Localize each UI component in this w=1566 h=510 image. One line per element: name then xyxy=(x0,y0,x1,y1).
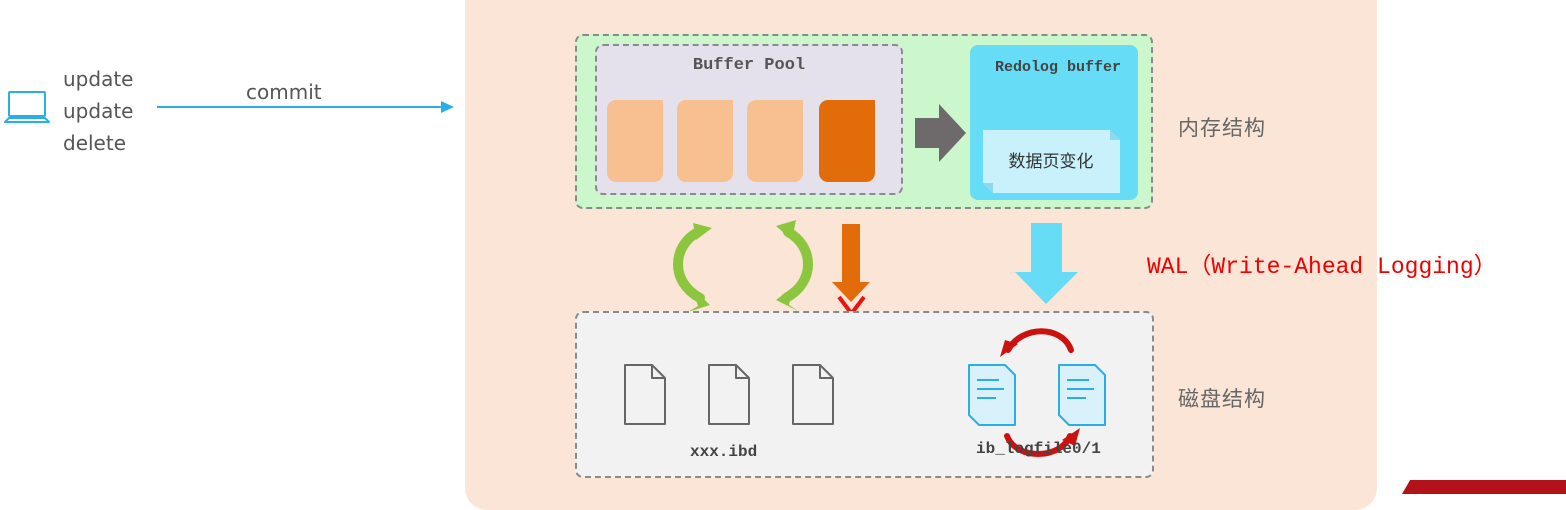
commit-arrow xyxy=(157,101,454,113)
buffer-page-dirty xyxy=(819,100,875,182)
memory-label: 内存结构 xyxy=(1178,116,1266,140)
client-op-1: update xyxy=(63,67,134,91)
middle-arrows xyxy=(673,220,1078,332)
wal-label: WAL（Write-Ahead Logging） xyxy=(1147,254,1497,280)
log-file-icon-0 xyxy=(968,364,1016,426)
data-files-label: xxx.ibd xyxy=(690,443,758,461)
refresh-cycle-icon xyxy=(673,220,813,312)
buffer-page-2 xyxy=(677,100,733,182)
redolog-write-arrow xyxy=(1015,223,1078,304)
disk-label: 磁盘结构 xyxy=(1178,387,1266,411)
page-change-label: 数据页变化 xyxy=(1008,152,1094,172)
data-file-icon xyxy=(708,364,750,425)
buffer-pool-title: Buffer Pool xyxy=(692,56,806,75)
page-change-doc-icon xyxy=(983,130,1120,193)
disk-icons xyxy=(624,328,1106,457)
log-rotation-arrows-icon xyxy=(1000,328,1080,457)
buffer-page-3 xyxy=(747,100,803,182)
buffer-page-1 xyxy=(607,100,663,182)
data-file-icon xyxy=(792,364,834,425)
client-op-3: delete xyxy=(63,131,127,155)
log-files-label: ib_logfile0/1 xyxy=(976,440,1101,458)
bufferpool-to-redolog-arrow xyxy=(915,104,966,162)
laptop-icon xyxy=(4,91,50,123)
flush-arrow-blocked xyxy=(832,224,870,302)
client-op-2: update xyxy=(63,99,134,123)
commit-label: commit xyxy=(246,80,322,104)
data-file-icon xyxy=(624,364,666,425)
redolog-buffer-title: Redolog buffer xyxy=(994,59,1122,76)
log-file-icon-1 xyxy=(1058,364,1106,426)
